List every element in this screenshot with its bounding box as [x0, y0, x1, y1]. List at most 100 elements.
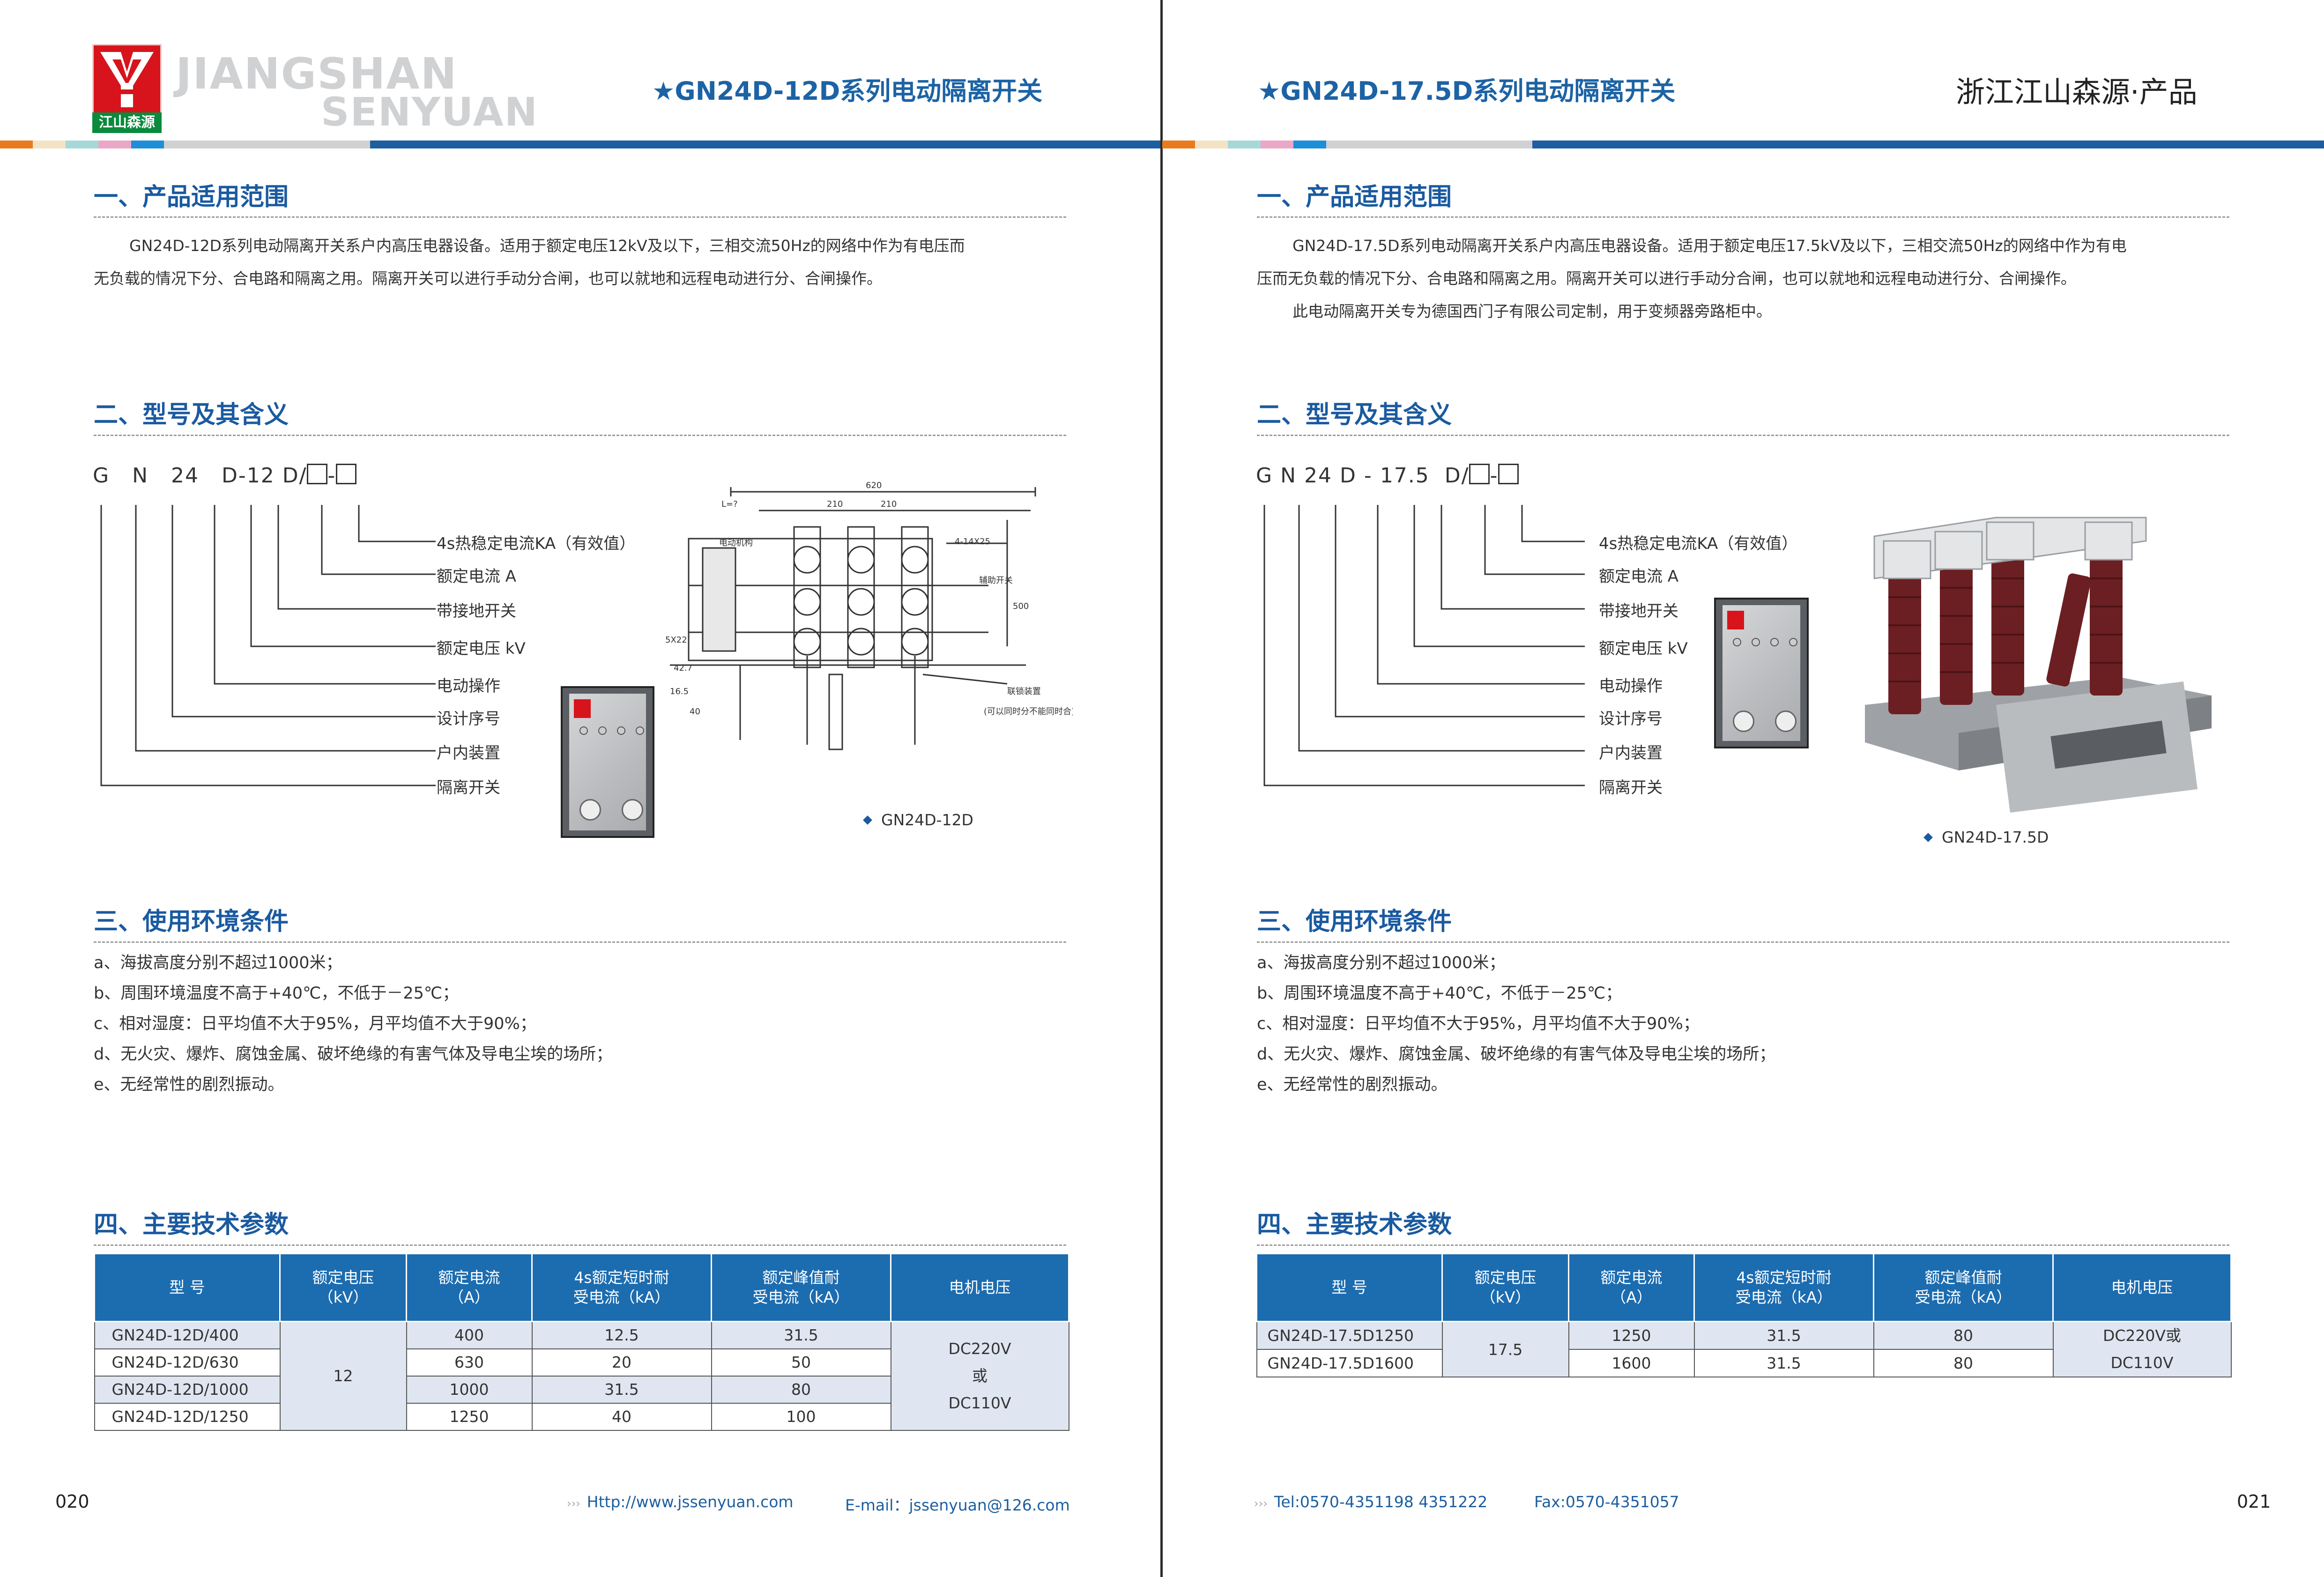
table-header: 额定电流（A） [406, 1253, 533, 1322]
code-label: 额定电流 A [1599, 567, 1679, 586]
code-box [307, 464, 328, 484]
code-label: 户内装置 [1599, 744, 1663, 763]
code-part: D/ [1444, 464, 1470, 488]
drawing-label: (可以同时分不能同时合) [984, 707, 1073, 717]
right-s3-title: 三、使用环境条件 [1257, 908, 1452, 936]
drawing-label: 电动机构 [719, 538, 753, 548]
code-part: 17.5 [1380, 464, 1430, 488]
code-label: 电动操作 [1599, 677, 1663, 696]
code-label: 带接地开关 [1599, 602, 1678, 621]
code-box [1498, 464, 1519, 484]
dim-label: 500 [1013, 601, 1029, 611]
condition-item: d、无火灾、爆炸、腐蚀金属、破坏绝缘的有害气体及导电尘埃的场所； [94, 1045, 613, 1064]
table-header: 电机电压 [2052, 1253, 2232, 1322]
dim-label: 620 [866, 481, 882, 490]
right-figure-caption: GN24D-17.5D [1923, 828, 2049, 846]
right-page: ★GN24D-17.5D系列电动隔离开关 浙江江山森源·产品 一、产品适用范围 … [1162, 0, 2324, 1577]
left-color-bar [0, 141, 1160, 148]
right-s1-line: 此电动隔离开关专为德国西门子有限公司定制，用于变频器旁路柜中。 [1292, 302, 1772, 320]
drawing-label: 联锁装置 [1007, 687, 1041, 696]
code-label: 设计序号 [1599, 710, 1663, 728]
right-s2-rule [1257, 435, 2229, 436]
code-label: 4s热稳定电流KA（有效值） [437, 534, 636, 553]
condition-item: b、周围环境温度不高于+40℃，不低于－25℃； [94, 984, 459, 1003]
email-link[interactable]: E-mail：jssenyuan@126.com [845, 1496, 1070, 1514]
code-part: - [1490, 464, 1499, 488]
left-figure-caption: GN24D-12D [863, 811, 973, 829]
left-s1-rule [94, 216, 1066, 218]
table-header: 电机电压 [890, 1253, 1069, 1322]
table-header: 4s额定短时耐受电流（kA） [1693, 1253, 1874, 1322]
logo-y-icon [100, 52, 154, 107]
code-part: - [327, 464, 336, 488]
code-label: 隔离开关 [437, 778, 500, 797]
right-s3-rule [1257, 941, 2229, 943]
code-label: 额定电压 kV [1599, 639, 1688, 658]
code-part: 24 [1304, 464, 1333, 488]
right-spec-table: 型 号 额定电压（kV） 额定电流（A） 4s额定短时耐受电流（kA） 额定峰值… [1256, 1253, 2232, 1378]
code-label: 户内装置 [437, 744, 500, 763]
left-s1-title: 一、产品适用范围 [94, 183, 289, 211]
diamond-bullet-icon [1923, 833, 1933, 842]
table-header: 4s额定短时耐受电流（kA） [531, 1253, 712, 1322]
left-s2-rule [94, 435, 1066, 436]
table-header: 型 号 [1256, 1253, 1443, 1322]
table-header: 额定电压（kV） [279, 1253, 407, 1322]
dim-label: 4-14X25 [955, 537, 990, 547]
left-page-title: ★GN24D-12D系列电动隔离开关 [652, 76, 1043, 106]
condition-item: a、海拔高度分别不超过1000米； [94, 954, 342, 972]
product-photo [1865, 517, 2212, 813]
condition-item: a、海拔高度分别不超过1000米； [1257, 954, 1506, 972]
code-label: 隔离开关 [1599, 778, 1663, 797]
right-conditions-list: a、海拔高度分别不超过1000米； b、周围环境温度不高于+40℃，不低于－25… [1257, 948, 1775, 1100]
control-panel-image [1714, 598, 1809, 748]
table-header-row: 型 号 额定电压（kV） 额定电流（A） 4s额定短时耐受电流（kA） 额定峰值… [94, 1253, 1069, 1322]
right-caption-text: GN24D-17.5D [1942, 828, 2049, 846]
control-panel-image [561, 686, 654, 838]
brand-title: 浙江江山森源·产品 [1956, 75, 2198, 109]
dim-label: 16.5 [670, 687, 689, 696]
logo-en-line2: SENYUAN [321, 89, 538, 135]
code-part: N [132, 464, 148, 488]
dim-label: 210 [881, 499, 897, 509]
page-fold [1160, 0, 1163, 1577]
code-label: 额定电流 A [437, 567, 517, 586]
code-part: G [93, 464, 110, 488]
left-s1-paragraph: GN24D-12D系列电动隔离开关系户内高压电器设备。适用于额定电压12kV及以… [94, 230, 965, 295]
right-s2-title: 二、型号及其含义 [1257, 401, 1452, 429]
left-s3-title: 三、使用环境条件 [94, 908, 289, 936]
table-header: 额定峰值耐受电流（kA） [711, 1253, 891, 1322]
left-s1-line: GN24D-12D系列电动隔离开关系户内高压电器设备。适用于额定电压12kV及以… [129, 237, 965, 255]
arrow-icon: ››› [567, 1497, 580, 1510]
condition-item: d、无火灾、爆炸、腐蚀金属、破坏绝缘的有害气体及导电尘埃的场所； [1257, 1045, 1776, 1064]
table-row: GN24D-12D/1000 1000 31.5 80 [94, 1375, 1069, 1404]
left-page-number: 020 [55, 1491, 89, 1512]
arrow-icon: ››› [1254, 1497, 1268, 1510]
code-part: 24 [171, 464, 199, 488]
code-part: N [1280, 464, 1297, 488]
right-page-number: 021 [2237, 1491, 2271, 1512]
right-color-bar [1162, 141, 2324, 148]
dim-label: 5X22 [665, 635, 687, 645]
right-s1-line: GN24D-17.5D系列电动隔离开关系户内高压电器设备。适用于额定电压17.5… [1292, 237, 2127, 255]
condition-item: c、相对湿度：日平均值不大于95%，月平均值不大于90%； [94, 1014, 536, 1033]
left-conditions-list: a、海拔高度分别不超过1000米； b、周围环境温度不高于+40℃，不低于－25… [94, 948, 612, 1100]
code-part: - [1364, 464, 1373, 488]
right-s1-line: 压而无负载的情况下分、合电路和隔离之用。隔离开关可以进行手动分合闸，也可以就地和… [1257, 269, 2076, 288]
website-link[interactable]: ›››Http://www.jssenyuan.com [567, 1493, 794, 1511]
right-s1-rule [1257, 216, 2229, 218]
code-box [336, 464, 357, 484]
technical-drawing: 620 210 210 L=? 电动机构 4-14X25 辅助开关 500 5X… [665, 481, 1073, 750]
code-box [1469, 464, 1490, 484]
table-header: 额定峰值耐受电流（kA） [1873, 1253, 2054, 1322]
condition-item: e、无经常性的剧烈振动。 [94, 1075, 284, 1094]
logo-en-line1: JIANGSHAN [176, 49, 458, 99]
left-s4-rule [94, 1244, 1066, 1246]
condition-item: b、周围环境温度不高于+40℃，不低于－25℃； [1257, 984, 1622, 1003]
left-s1-line: 无负载的情况下分、合电路和隔离之用。隔离开关可以进行手动分合闸，也可以就地和远程… [94, 269, 882, 288]
table-header: 型 号 [94, 1253, 281, 1322]
